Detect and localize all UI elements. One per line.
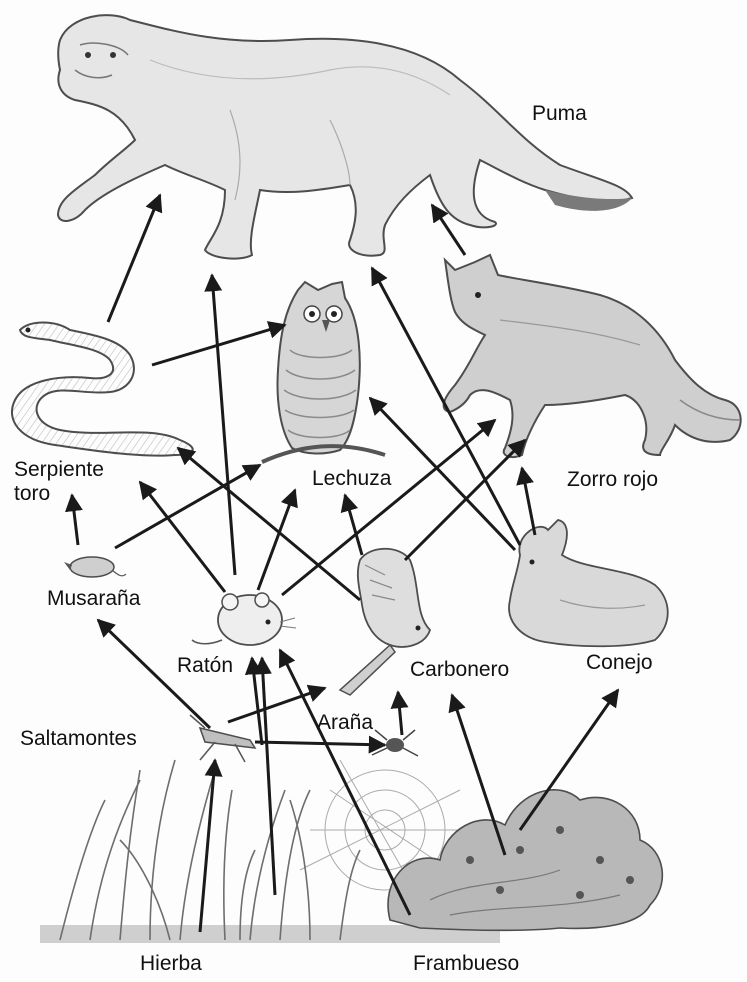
arrow-spider-to-bird (398, 692, 402, 735)
rabbit-illustration (509, 520, 668, 646)
snake-illustration (12, 323, 193, 456)
arrow-snake-to-puma (108, 195, 160, 322)
grasshopper-illustration (190, 715, 255, 762)
raspberry-bush-illustration (388, 790, 662, 931)
arrow-grasshopper-to-spider (255, 742, 385, 745)
label-raton: Ratón (177, 654, 233, 678)
arrow-bird-to-owl (345, 495, 362, 555)
label-hierba: Hierba (140, 952, 202, 976)
arrow-mouse-to-snake (140, 482, 225, 592)
arrow-grasshopper-to-mouse (252, 658, 262, 745)
puma-illustration (58, 15, 632, 258)
arrow-grass-to-grasshopper (200, 760, 215, 932)
arrow-grasshopper-to-bird (228, 688, 325, 722)
label-zorro-rojo: Zorro rojo (567, 468, 658, 492)
shrew-illustration (64, 557, 126, 577)
owl-illustration (262, 282, 385, 462)
label-frambueso: Frambueso (413, 952, 519, 976)
label-puma: Puma (532, 102, 587, 126)
mouse-illustration (192, 593, 296, 645)
label-musarana: Musaraña (47, 587, 140, 611)
label-lechuza: Lechuza (312, 467, 391, 491)
label-serpiente-toro: Serpiente toro (14, 458, 144, 506)
arrow-mouse-to-puma (212, 275, 235, 575)
label-conejo: Conejo (586, 651, 653, 675)
arrow-rabbit-to-fox (522, 468, 535, 535)
label-saltamontes: Saltamontes (20, 727, 137, 751)
label-carbonero: Carbonero (410, 658, 509, 682)
label-arana: Araña (317, 711, 373, 735)
